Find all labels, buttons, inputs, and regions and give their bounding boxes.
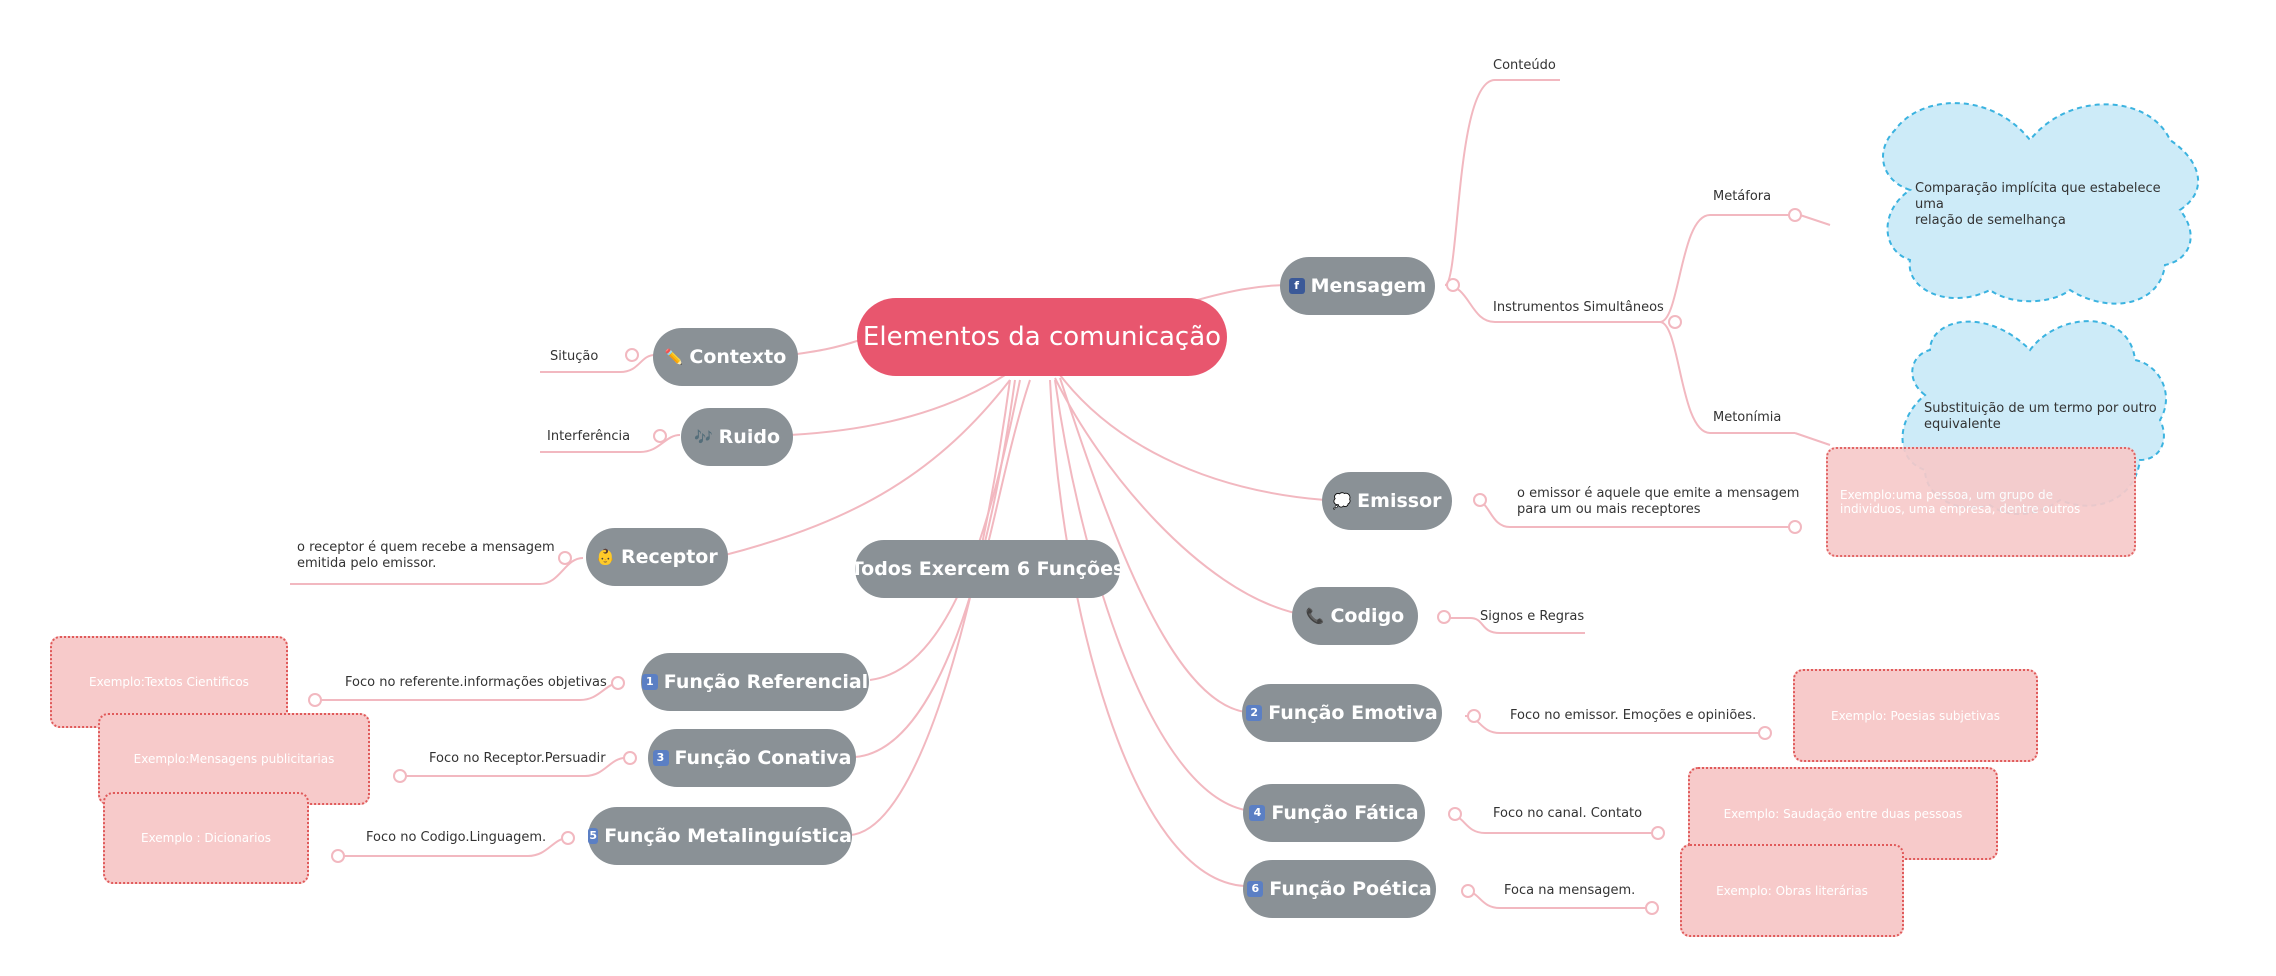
subtopic-instrumentos[interactable]: Instrumentos Simultâneos (1493, 300, 1664, 315)
number-4-icon: 4 (1249, 805, 1266, 821)
topic-ruido-label: Ruido (718, 426, 780, 448)
metonimia-line-2: equivalente (1924, 417, 2001, 432)
speech-bubble-icon: 💭 (1332, 492, 1352, 510)
example-obras[interactable]: Exemplo: Obras literárias (1680, 844, 1904, 937)
topic-emissor[interactable]: 💭 Emissor (1322, 472, 1452, 530)
example-textos-cientificos[interactable]: Exemplo:Textos Cientificos (50, 636, 288, 728)
metafora-line-2: relação de semelhança (1915, 213, 2066, 228)
topic-funcao-referencial[interactable]: 1 Função Referencial (641, 653, 869, 711)
subtopic-situcao[interactable]: Situção (550, 349, 599, 364)
subtopic-receptor-desc[interactable]: o receptor é quem recebe a mensagem emit… (297, 540, 555, 572)
topic-poetica-label: Função Poética (1269, 878, 1432, 900)
subtopic-foco-mensagem[interactable]: Foca na mensagem. (1504, 883, 1636, 898)
example-dicionarios[interactable]: Exemplo : Dicionarios (103, 792, 309, 884)
topic-emotiva-label: Função Emotiva (1268, 702, 1438, 724)
topic-contexto[interactable]: ✏️ Contexto (653, 328, 798, 386)
subtopic-foco-emissor[interactable]: Foco no emissor. Emoções e opiniões. (1510, 708, 1757, 723)
topic-funcao-poetica[interactable]: 6 Função Poética (1243, 860, 1436, 918)
topic-metalinguistica-label: Função Metalinguística (604, 825, 852, 847)
metafora-line-1: Comparação implícita que estabelece uma (1915, 181, 2161, 212)
root-topic[interactable]: Elementos da comunicação (857, 298, 1227, 376)
example-emissor[interactable]: Exemplo:uma pessoa, um grupo de individu… (1826, 447, 2136, 557)
number-5-icon: 5 (588, 828, 599, 844)
number-1-icon: 1 (641, 674, 658, 690)
example-mensagens-publicitarias[interactable]: Exemplo:Mensagens publicitarias (98, 713, 370, 805)
topic-receptor-label: Receptor (620, 546, 718, 568)
topic-fatica-label: Função Fática (1271, 802, 1419, 824)
subtopic-foco-canal[interactable]: Foco no canal. Contato (1493, 806, 1643, 821)
topic-receptor[interactable]: 👶 Receptor (586, 528, 728, 586)
topic-contexto-label: Contexto (689, 346, 787, 368)
topic-codigo-label: Codigo (1330, 605, 1405, 627)
subtopic-emissor-desc[interactable]: o emissor é aquele que emite a mensagem … (1517, 486, 1799, 518)
topic-mensagem-label: Mensagem (1310, 275, 1427, 297)
topic-mensagem[interactable]: f Mensagem (1280, 257, 1435, 315)
example-emissor-line-2: individuos, uma empresa, dentre outros (1840, 502, 2081, 516)
facebook-icon: f (1288, 278, 1305, 294)
receptor-desc-line-1: o receptor é quem recebe a mensagem (297, 540, 555, 555)
topic-conativa-label: Função Conativa (674, 747, 852, 769)
example-poesias[interactable]: Exemplo: Poesias subjetivas (1793, 669, 2038, 762)
example-emissor-line-1: Exemplo:uma pessoa, um grupo de (1840, 488, 2054, 502)
topic-emissor-label: Emissor (1357, 490, 1442, 512)
subtopic-foco-receptor[interactable]: Foco no Receptor.Persuadir (429, 751, 606, 766)
topic-funcao-fatica[interactable]: 4 Função Fática (1243, 784, 1425, 842)
subtopic-foco-codigo[interactable]: Foco no Codigo.Linguagem. (366, 830, 547, 845)
subtopic-conteudo[interactable]: Conteúdo (1493, 58, 1556, 73)
phone-icon: 📞 (1305, 607, 1325, 625)
root-label: Elementos da comunicação (862, 322, 1222, 352)
emissor-desc-line-2: para um ou mais receptores (1517, 502, 1701, 517)
receptor-desc-line-2: emitida pelo emissor. (297, 556, 437, 571)
subtopic-metonimia[interactable]: Metonímia (1713, 410, 1782, 425)
topic-codigo[interactable]: 📞 Codigo (1292, 587, 1418, 645)
subtopic-signos[interactable]: Signos e Regras (1480, 609, 1585, 624)
hub-topic[interactable]: Todos Exercem 6 Funções (851, 540, 1124, 598)
topic-ruido[interactable]: 🎶 Ruido (681, 408, 793, 466)
subtopic-foco-referente[interactable]: Foco no referente.informações objetivas (345, 675, 607, 690)
number-3-icon: 3 (652, 750, 669, 766)
person-icon: 👶 (596, 548, 615, 566)
emissor-desc-line-1: o emissor é aquele que emite a mensagem (1517, 486, 1800, 501)
pencil-icon: ✏️ (664, 348, 684, 366)
subtopic-metafora[interactable]: Metáfora (1713, 189, 1772, 204)
subtopic-interferencia[interactable]: Interferência (547, 429, 631, 444)
cloud-metonimia-text[interactable]: Substituição de um termo por outro equiv… (1924, 401, 2164, 433)
hub-label: Todos Exercem 6 Funções (850, 558, 1125, 580)
number-2-icon: 2 (1246, 705, 1263, 721)
topic-referencial-label: Função Referencial (663, 671, 869, 693)
music-note-icon: 🎶 (693, 428, 713, 446)
number-6-icon: 6 (1247, 881, 1264, 897)
topic-funcao-emotiva[interactable]: 2 Função Emotiva (1242, 684, 1442, 742)
metonimia-line-1: Substituição de um termo por outro (1924, 401, 2157, 416)
topic-funcao-conativa[interactable]: 3 Função Conativa (648, 729, 856, 787)
cloud-metafora-text[interactable]: Comparação implícita que estabelece uma … (1915, 181, 2165, 229)
topic-funcao-metalinguistica[interactable]: 5 Função Metalinguística (588, 807, 852, 865)
